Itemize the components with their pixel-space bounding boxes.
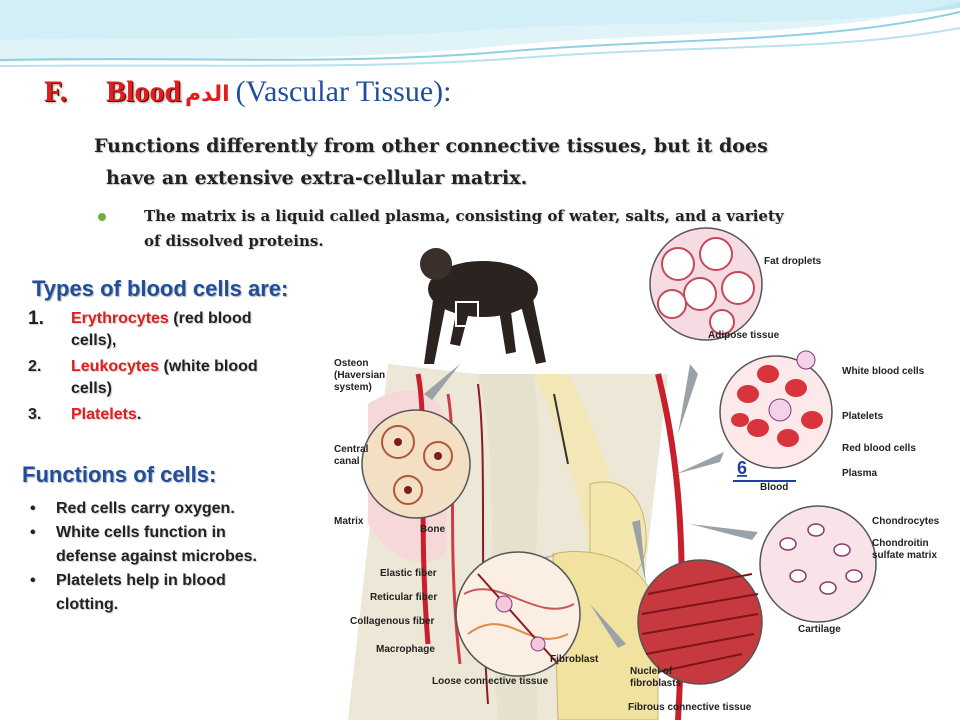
label-matrix: Matrix xyxy=(334,516,364,527)
matrix-bullet: The matrix is a liquid called plasma, co… xyxy=(98,204,914,254)
label-fibroblast: Fibroblast xyxy=(550,654,599,665)
label-platelets: Platelets xyxy=(842,411,884,422)
function-text-cont: defense against microbes. xyxy=(56,548,257,565)
label-system: system) xyxy=(334,382,372,393)
title-letter: F. xyxy=(44,75,68,108)
bullet-icon: • xyxy=(30,572,36,589)
figure-arrows xyxy=(424,364,758,648)
function-text: Platelets help in blood xyxy=(56,572,226,589)
list-item: • Platelets help in blood clotting. xyxy=(22,569,340,617)
function-text: White cells function in xyxy=(56,524,226,541)
cell-name: Platelets xyxy=(71,406,137,423)
intro-paragraph: Functions differently from other connect… xyxy=(94,130,914,194)
label-nuclei-of: Nuclei of xyxy=(630,666,673,677)
label-bone: Bone xyxy=(420,524,445,535)
label-collagenous-fiber: Collagenous fiber xyxy=(350,616,435,627)
cell-desc: (white blood xyxy=(159,358,258,375)
label-adipose: Adipose tissue xyxy=(708,330,780,341)
bullet-icon: • xyxy=(30,500,36,517)
label-reticular-fiber: Reticular fiber xyxy=(370,592,437,603)
list-item: 1. Erythrocytes (red blood cells), xyxy=(28,308,328,352)
label-canal: canal xyxy=(334,456,360,467)
bone-circle: Osteon (Haversian system) Central canal … xyxy=(334,358,471,535)
cell-name: Leukocytes xyxy=(71,358,160,375)
item-number: 2. xyxy=(28,358,42,375)
function-text: Red cells carry oxygen. xyxy=(56,500,235,517)
loose-connective-circle: Elastic fiber Reticular fiber Collagenou… xyxy=(350,551,599,687)
bullet-icon: • xyxy=(30,524,36,541)
label-blood: Blood xyxy=(760,482,788,493)
label-fat-droplets: Fat droplets xyxy=(764,256,822,267)
functions-heading: Functions of cells: xyxy=(22,462,217,487)
item-number: 1. xyxy=(28,308,44,329)
label-macrophage: Macrophage xyxy=(376,644,435,655)
adipose-tissue-circle: Fat droplets Adipose tissue xyxy=(649,227,822,341)
label-chondrocytes: Chondrocytes xyxy=(872,516,940,527)
types-heading: Types of blood cells are: xyxy=(32,276,289,301)
intro-line-2: have an extensive extra-cellular matrix. xyxy=(106,167,528,189)
label-fibrous-connective: Fibrous connective tissue xyxy=(628,702,752,713)
label-haversian: (Haversian xyxy=(334,370,385,381)
types-list: 1. Erythrocytes (red blood cells), 2. Le… xyxy=(28,308,328,430)
label-elastic-fiber: Elastic fiber xyxy=(380,568,437,579)
list-item: 3. Platelets. xyxy=(28,404,328,426)
title-word: Blood xyxy=(106,75,182,108)
label-chondroitin: Chondroitin xyxy=(872,538,929,549)
function-text-cont: clotting. xyxy=(56,596,119,613)
title-arabic: الدم xyxy=(185,82,230,107)
fibrous-connective-circle: Nuclei of fibroblasts Fibrous connective… xyxy=(628,559,763,713)
label-sulfate-matrix: sulfate matrix xyxy=(872,550,937,561)
header-wave-decoration xyxy=(0,0,960,67)
list-item: • White cells function in defense agains… xyxy=(22,521,340,569)
cell-desc: . xyxy=(136,406,142,423)
label-central: Central xyxy=(334,444,369,455)
label-loose-connective: Loose connective tissue xyxy=(432,676,549,687)
cell-desc-cont: cells) xyxy=(71,380,112,397)
bullet-dot-icon xyxy=(98,213,106,221)
cell-name: Erythrocytes xyxy=(71,310,169,327)
page-number: 6 xyxy=(737,458,747,478)
title-subtitle: (Vascular Tissue): xyxy=(235,75,452,108)
matrix-bullet-line-2: of dissolved proteins. xyxy=(144,232,324,250)
label-white-blood-cells: White blood cells xyxy=(842,366,925,377)
item-number: 3. xyxy=(28,406,42,423)
intro-line-1: Functions differently from other connect… xyxy=(94,135,768,157)
list-item: 2. Leukocytes (white blood cells) xyxy=(28,356,328,400)
matrix-bullet-line-1: The matrix is a liquid called plasma, co… xyxy=(144,207,784,225)
functions-list: • Red cells carry oxygen. • White cells … xyxy=(22,497,340,617)
label-osteon: Osteon xyxy=(334,358,368,369)
label-plasma: Plasma xyxy=(842,468,877,479)
label-fibroblasts: fibroblasts xyxy=(630,678,682,689)
cell-desc-cont: cells), xyxy=(71,332,117,349)
label-red-blood-cells: Red blood cells xyxy=(842,443,916,454)
cell-desc: (red blood xyxy=(168,310,252,327)
label-cartilage: Cartilage xyxy=(798,624,841,635)
blood-circle: White blood cells Platelets Red blood ce… xyxy=(719,350,925,493)
list-item: • Red cells carry oxygen. xyxy=(22,497,340,521)
cartilage-circle: Chondrocytes Chondroitin sulfate matrix … xyxy=(759,505,940,635)
connective-tissue-figure: Fat droplets Adipose tissue White blood … xyxy=(328,224,960,720)
chimpanzee-illustration xyxy=(420,248,546,364)
